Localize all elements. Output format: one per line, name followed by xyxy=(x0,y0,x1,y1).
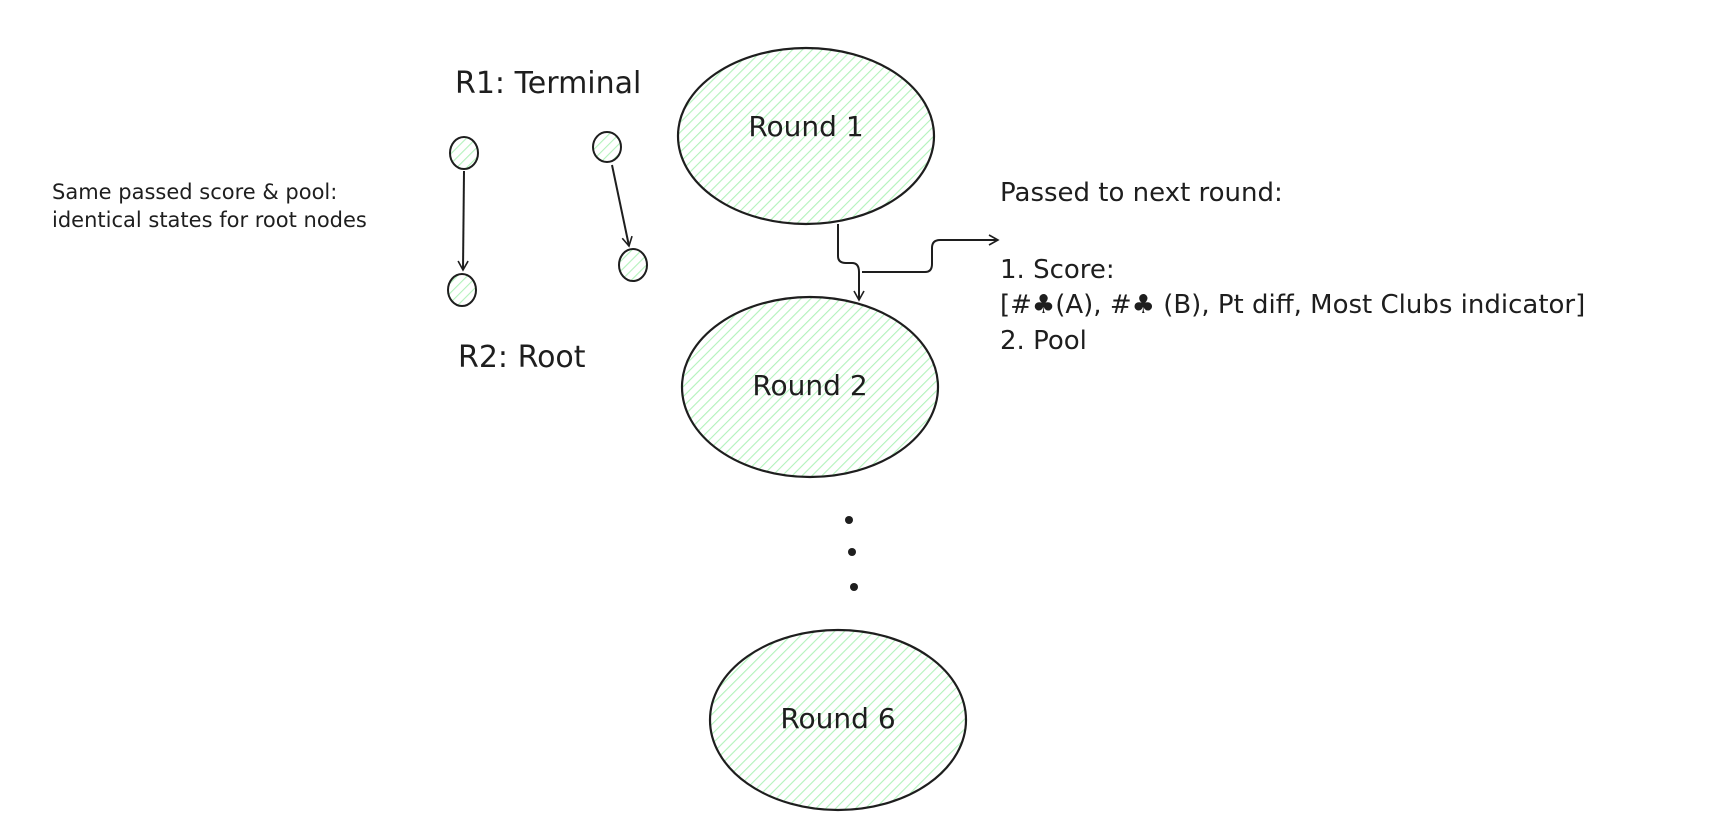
tree-arrow-right xyxy=(611,164,633,248)
annotation-line-1: Same passed score & pool: xyxy=(52,180,338,204)
passed-item-score: 1. Score: xyxy=(1000,255,1115,285)
passed-item-pool: 2. Pool xyxy=(1000,326,1087,356)
tree-arrow-left xyxy=(457,170,469,272)
r1-terminal-label: R1: Terminal xyxy=(455,66,642,101)
passed-title: Passed to next round: xyxy=(1000,178,1283,208)
round-6-label: Round 6 xyxy=(780,702,896,735)
continuation-dot xyxy=(850,583,858,591)
annotation-line-2: identical states for root nodes xyxy=(52,208,367,232)
round-1-label: Round 1 xyxy=(748,110,864,143)
continuation-dot xyxy=(848,548,856,556)
root-node-right xyxy=(618,248,648,282)
root-node-left xyxy=(447,273,477,307)
round-1-node xyxy=(676,46,936,226)
round-2-label: Round 2 xyxy=(752,369,868,402)
terminal-node-left xyxy=(449,136,479,170)
round-6-node xyxy=(708,628,968,812)
passed-item-score-detail: [#♣(A), #♣ (B), Pt diff, Most Clubs indi… xyxy=(1000,290,1586,320)
passed-to-next-round-arrow xyxy=(862,234,1000,273)
terminal-node-right xyxy=(592,131,622,163)
r2-root-label: R2: Root xyxy=(458,340,586,375)
round-2-node xyxy=(680,295,940,479)
round1-to-round2-arrow xyxy=(837,224,865,302)
continuation-dot xyxy=(845,516,853,524)
